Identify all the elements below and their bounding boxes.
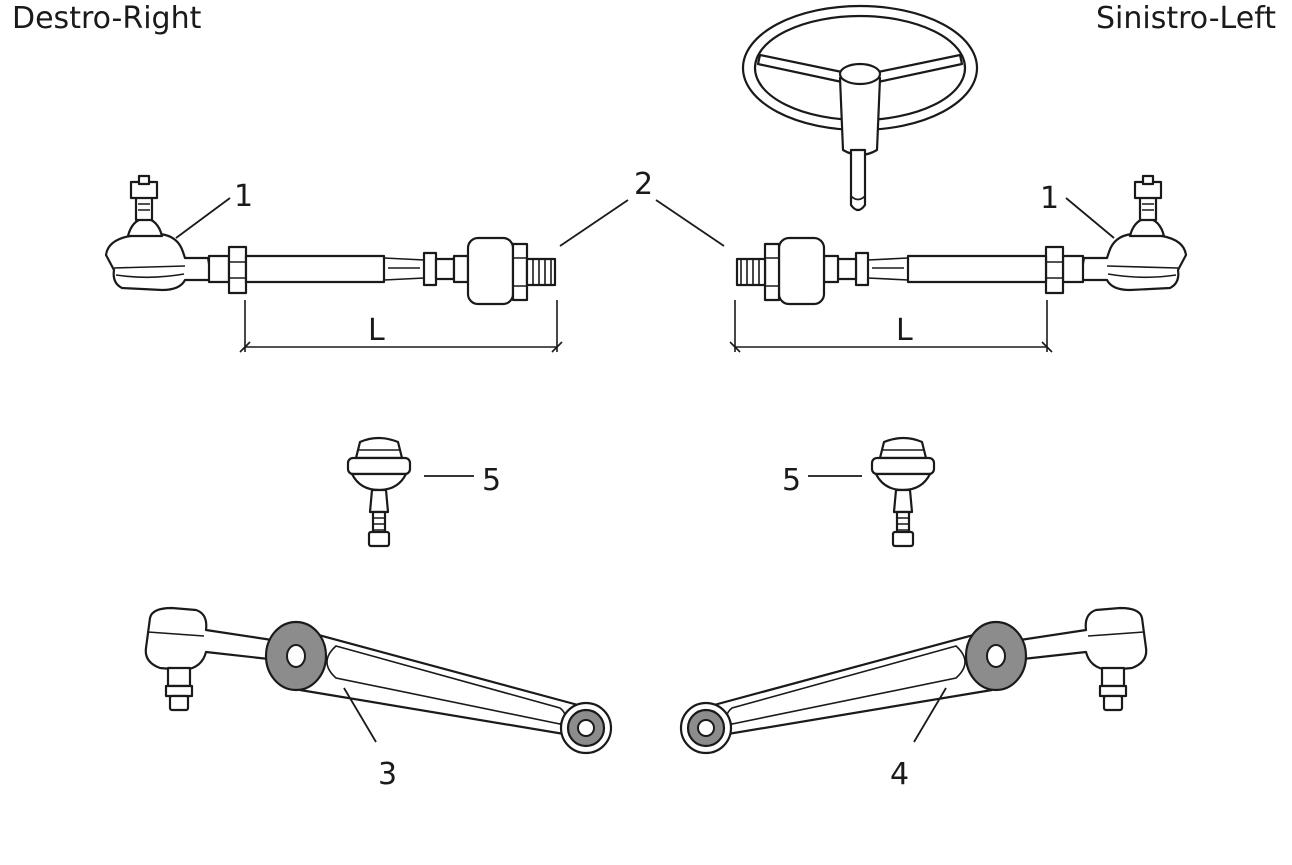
dimension-label-right: L [368,313,385,348]
dimension-line-right [239,300,563,353]
callout-3: 3 [378,757,397,792]
callout-1-left: 1 [1040,181,1059,216]
control-arm-icon [144,606,613,755]
right-side-label: Destro-Right [12,1,202,36]
left-side-label: Sinistro-Left [1096,1,1276,36]
tie-rod-icon [104,174,557,306]
callout-4: 4 [890,757,909,792]
callout-2: 2 [634,167,653,202]
control-arm-icon [679,606,1148,755]
callout-5-right: 5 [482,463,501,498]
dimension-line-left [729,300,1053,353]
dimension-label-left: L [896,313,913,348]
ball-joint-icon [346,436,412,548]
ball-joint-icon [870,436,936,548]
steering-wheel-icon [741,4,979,212]
callout-1-right: 1 [234,179,253,214]
leader-lines [175,197,1115,743]
callout-5-left: 5 [782,463,801,498]
tie-rod-icon [735,174,1188,306]
